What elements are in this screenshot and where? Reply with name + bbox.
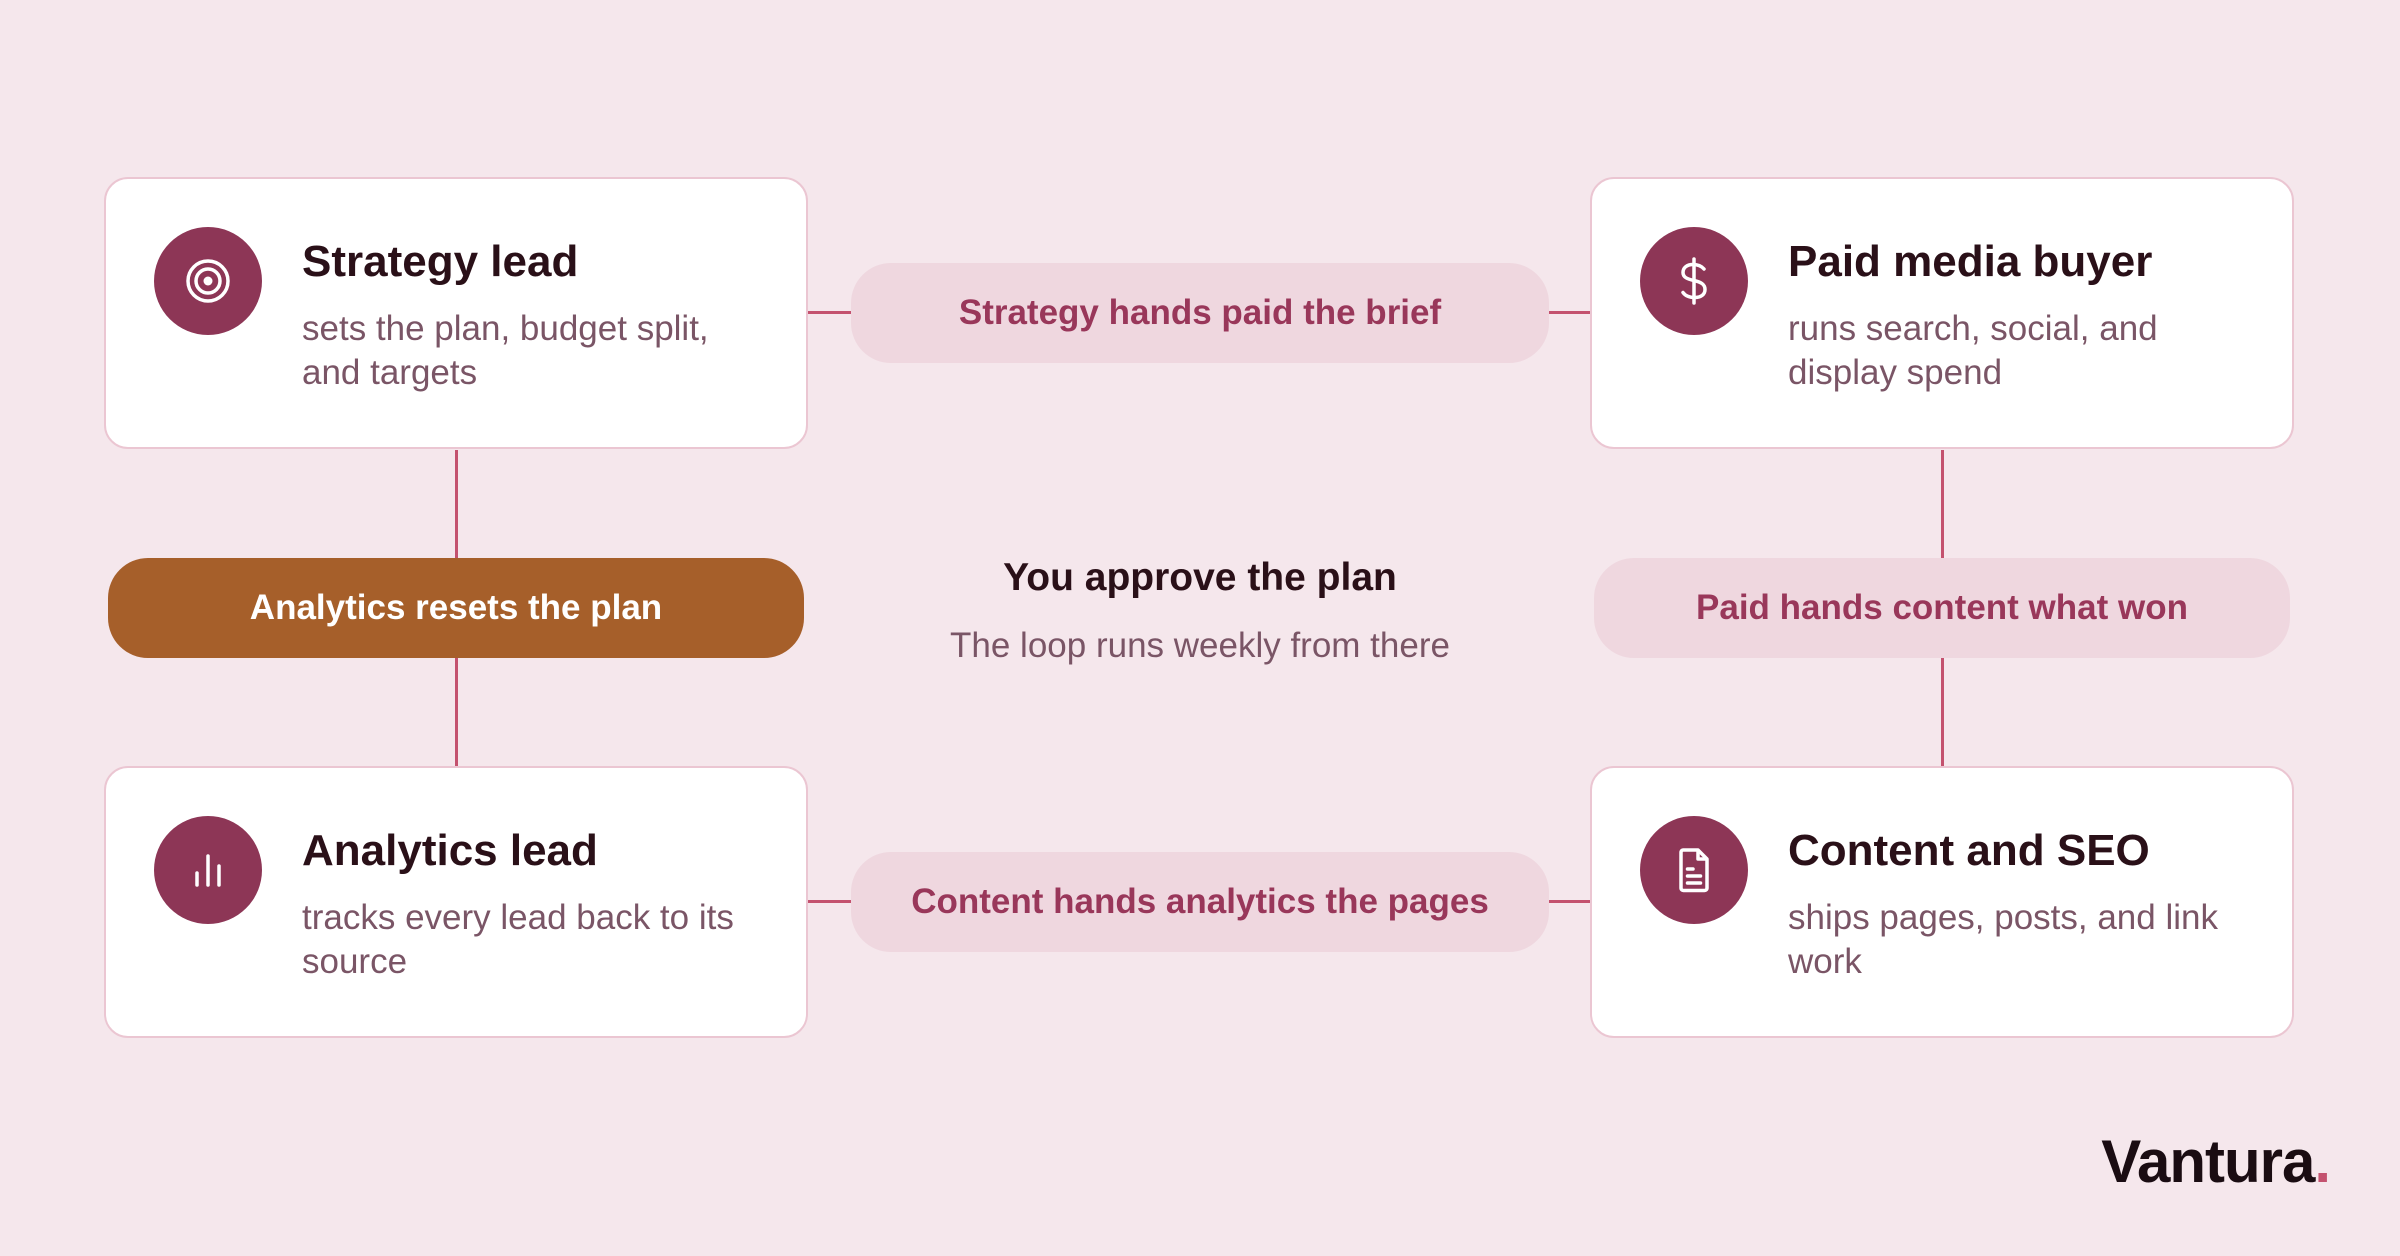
brand-logo: Vantura.	[2101, 1124, 2331, 1200]
handoff-paid-to-content: Paid hands content what won	[1594, 558, 2290, 658]
card-title: Content and SEO	[1788, 826, 2150, 875]
card-content-seo: Content and SEO ships pages, posts, and …	[1590, 766, 2294, 1038]
brand-dot: .	[2314, 1128, 2331, 1195]
connector-analytics-to-strategy-top	[455, 450, 458, 560]
dollar-icon	[1640, 227, 1748, 335]
card-description: ships pages, posts, and link work	[1788, 898, 2218, 981]
card-title: Analytics lead	[302, 826, 598, 875]
connector-content-to-analytics-right	[1548, 900, 1592, 903]
card-description: runs search, social, and display spend	[1788, 309, 2158, 392]
bar-chart-icon	[154, 816, 262, 924]
card-description: tracks every lead back to its source	[302, 898, 734, 981]
card-title: Paid media buyer	[1788, 237, 2153, 286]
card-analytics-lead: Analytics lead tracks every lead back to…	[104, 766, 808, 1038]
handoff-analytics-to-strategy: Analytics resets the plan	[108, 558, 804, 658]
handoff-strategy-to-paid: Strategy hands paid the brief	[851, 263, 1549, 363]
card-title: Strategy lead	[302, 237, 579, 286]
connector-strategy-to-paid-left	[808, 311, 852, 314]
card-paid-media-buyer: Paid media buyer runs search, social, an…	[1590, 177, 2294, 449]
card-description: sets the plan, budget split, and targets	[302, 309, 709, 392]
brand-name: Vantura	[2101, 1128, 2315, 1195]
center-subtitle: The loop runs weekly from there	[950, 626, 1450, 665]
connector-paid-to-content-top	[1941, 450, 1944, 560]
connector-strategy-to-paid-right	[1548, 311, 1592, 314]
target-icon	[154, 227, 262, 335]
handoff-content-to-analytics: Content hands analytics the pages	[851, 852, 1549, 952]
connector-content-to-analytics-left	[808, 900, 852, 903]
connector-paid-to-content-bottom	[1941, 658, 1944, 768]
center-title: You approve the plan	[1003, 556, 1397, 599]
document-icon	[1640, 816, 1748, 924]
card-strategy-lead: Strategy lead sets the plan, budget spli…	[104, 177, 808, 449]
connector-analytics-to-strategy-bottom	[455, 658, 458, 768]
